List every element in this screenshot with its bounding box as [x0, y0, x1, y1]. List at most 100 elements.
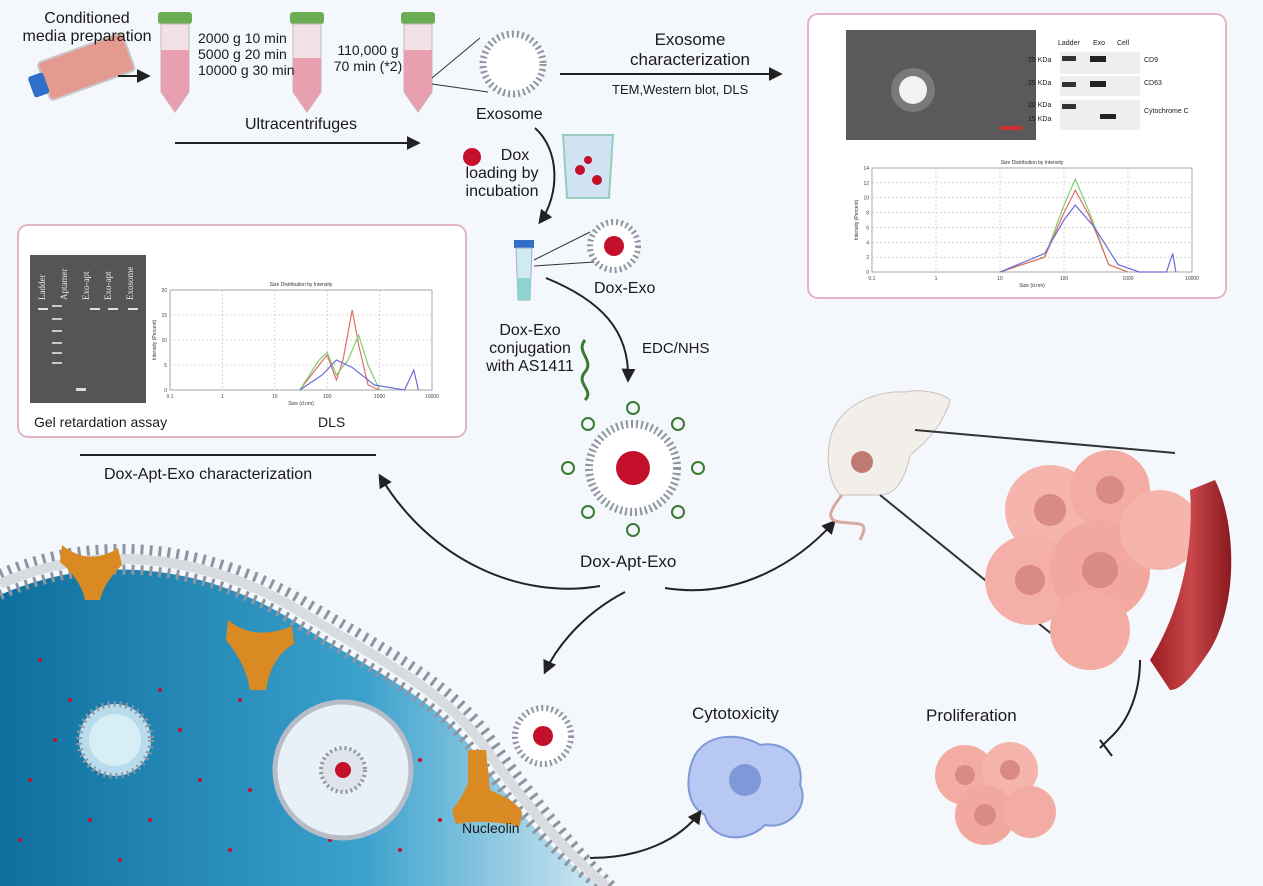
series-line-2: [299, 359, 419, 391]
dox-line1: Dox: [500, 147, 530, 164]
proliferation-label: Proliferation: [926, 706, 1017, 725]
wb-protein-cd63: CD63: [1144, 80, 1162, 87]
apt-exo-dls-chart: 0.1 1 10 100 1000 10000 0 5 10 15 20 Size Distribut…: [152, 282, 439, 407]
wb-protein-cd9: CD9: [1144, 57, 1159, 64]
wb-lane-cell: Cell: [1117, 40, 1130, 47]
endosome-icon: [272, 699, 414, 841]
x-tick-label: 0.1: [869, 276, 876, 282]
x-tick-label: 1000: [374, 394, 385, 400]
x-tick-label: 10000: [1185, 276, 1199, 282]
x-tick-label: 0.1: [167, 394, 174, 400]
nucleolin-label: Nucleolin: [462, 820, 520, 836]
wb-marker-20kda: 20 KDa: [1028, 102, 1052, 109]
spin2: 5000 g 20 min: [198, 46, 287, 62]
dox-apt-exo-label: Dox-Apt-Exo: [580, 552, 677, 571]
y-tick-label: 8: [866, 211, 869, 217]
dox-exo-label: Dox-Exo: [594, 280, 656, 297]
y-axis-label: Intensity (Percent): [854, 199, 860, 240]
y-tick-label: 5: [164, 363, 167, 369]
x-tick-label: 10: [997, 276, 1003, 282]
y-tick-label: 20: [161, 288, 167, 294]
spin-steps: 2000 g 10 min 5000 g 20 min 10000 g 30 m…: [198, 30, 295, 78]
y-tick-label: 4: [866, 240, 869, 246]
dox-exo-tube-icon: [514, 240, 534, 301]
gel-lane-0: Ladder: [37, 274, 47, 300]
spin1: 2000 g 10 min: [198, 30, 287, 46]
wb-lane-ladder: Ladder: [1058, 40, 1080, 47]
ultracentrifuges-label: Ultracentrifuges: [245, 116, 358, 133]
centrifuge-tube-icon: [158, 12, 192, 113]
series-line-1: [299, 333, 381, 391]
exo-char-methods: TEM,Western blot, DLS: [612, 82, 749, 97]
y-tick-label: 0: [164, 388, 167, 394]
spin3: 10000 g 30 min: [198, 62, 295, 78]
wb-marker-cd63: 25 KDa: [1028, 80, 1052, 87]
conj-line2: conjugation: [489, 340, 571, 357]
y-tick-label: 0: [866, 270, 869, 276]
conj-line1: Dox-Exo: [499, 322, 561, 339]
y-tick-label: 10: [863, 196, 869, 202]
spin4: 110,000 g: [337, 42, 399, 58]
exosome-icon: [479, 30, 547, 98]
aptamer-icon: [580, 339, 590, 402]
nucleolin-receptor-icon: [60, 545, 522, 826]
beaker-icon: [561, 134, 615, 199]
wb-lane-exo: Exo: [1093, 40, 1106, 47]
series-line-1: [999, 189, 1129, 273]
series-line-0: [299, 309, 380, 391]
apt-exo-char-label: Dox-Apt-Exo characterization: [104, 466, 313, 483]
dox-apt-exo-icon: [561, 401, 705, 537]
plot-area: [169, 289, 433, 391]
x-axis-label: Size (d.nm): [1019, 283, 1045, 289]
y-tick-label: 12: [863, 181, 869, 187]
wb-protein-cytc: Cytochrome C: [1144, 108, 1189, 115]
mouse-icon: [827, 390, 951, 541]
target-cell: [0, 543, 616, 886]
x-tick-label: 100: [323, 394, 332, 400]
dls-label: DLS: [318, 414, 346, 430]
x-tick-label: 1000: [1122, 276, 1133, 282]
dox-loading-label: Dox loading by incubation: [452, 147, 552, 201]
series-line-2: [999, 204, 1177, 273]
exo-char-line2: characterization: [629, 50, 750, 69]
conj-line3: with AS1411: [486, 358, 574, 375]
gel-image: [30, 255, 146, 403]
y-axis-label: Intensity (Percent): [152, 319, 158, 360]
exo-char-label: Exosome characterization: [600, 30, 780, 70]
exo-char-line1: Exosome: [654, 30, 726, 49]
exosome-label: Exosome: [476, 106, 543, 123]
gel-assay-label: Gel retardation assay: [34, 414, 168, 430]
y-tick-label: 2: [866, 255, 869, 261]
centrifuge-tube-icon: [401, 12, 435, 113]
x-axis-label: Size (d.nm): [288, 401, 314, 407]
dox-icon: [463, 148, 481, 166]
centrifuge-tube-icon: [290, 12, 324, 113]
proliferation-cell-icon: [935, 742, 1056, 845]
y-tick-label: 15: [161, 313, 167, 319]
wb-marker-15kda: 15 KDa: [1028, 116, 1052, 123]
y-tick-label: 6: [866, 225, 869, 231]
conditioned-media-label: Conditioned media preparation: [12, 10, 162, 46]
y-tick-label: 14: [863, 166, 869, 172]
dox-line2: loading by: [465, 165, 539, 182]
plot-area: [871, 167, 1193, 273]
y-tick-label: 10: [161, 338, 167, 344]
x-tick-label: 100: [1060, 276, 1069, 282]
tem-image: [846, 30, 1036, 140]
x-tick-label: 10: [272, 394, 278, 400]
spin5: 70 min (*2): [333, 58, 403, 74]
dox-exo-icon: [587, 219, 641, 273]
cytotoxicity-label: Cytotoxicity: [692, 704, 779, 723]
chart-title: Size Distribution by Intensity: [270, 282, 333, 288]
cytotoxicity-cell-icon: [687, 735, 804, 839]
tumor-cluster-icon: [985, 450, 1200, 670]
endosome-exosome-icon: [76, 701, 154, 779]
x-tick-label: 1: [221, 394, 224, 400]
conditioned-line2: media preparation: [22, 28, 152, 45]
blood-vessel-icon: [1150, 480, 1232, 690]
gel-lane-3: Exo-apt: [103, 271, 113, 301]
x-tick-label: 1: [935, 276, 938, 282]
x-tick-label: 10000: [425, 394, 439, 400]
dox-line3: incubation: [465, 183, 539, 200]
